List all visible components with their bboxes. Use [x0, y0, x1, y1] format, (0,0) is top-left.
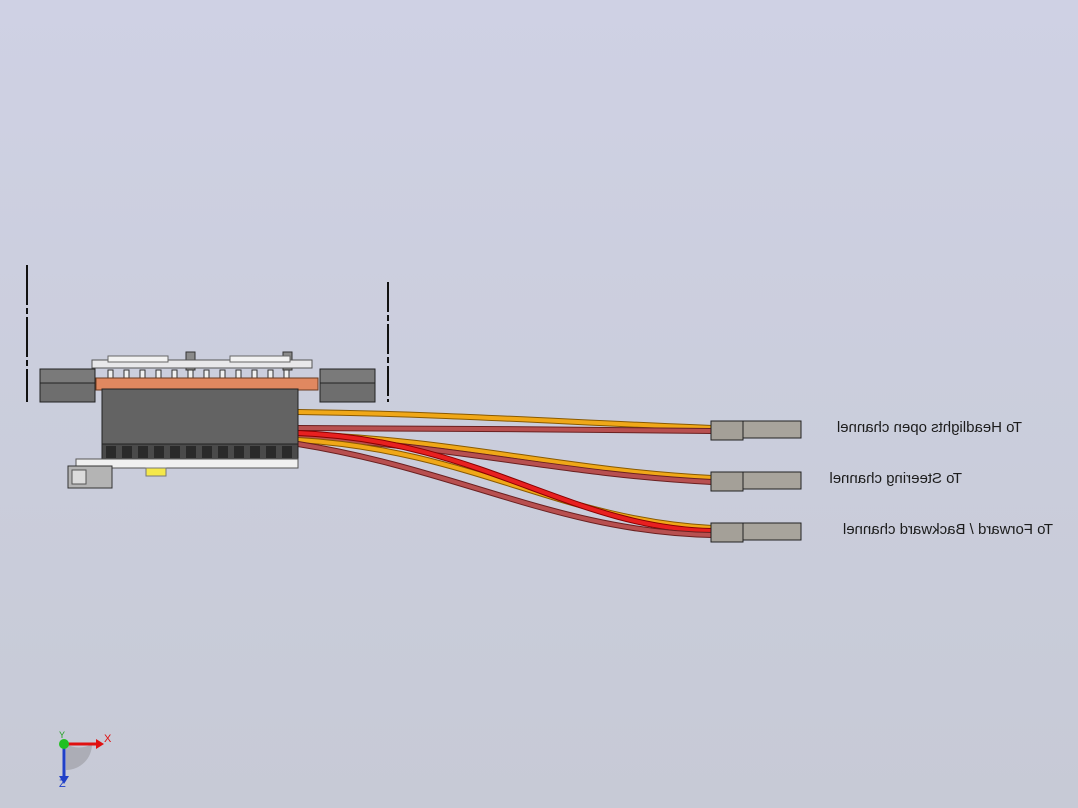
wire-bundle: [295, 409, 715, 538]
label-steering-channel: To Steering channel: [829, 470, 962, 487]
receiver-module: [39, 351, 376, 489]
label-forward-backward-channel: To Forward / Backward channel: [842, 521, 1053, 538]
label-headlights-channel: To Headlights open channel: [836, 419, 1022, 436]
connector-steering: [710, 471, 802, 492]
axis-y-label: Y: [59, 730, 66, 740]
connector-forward: [710, 522, 802, 543]
reference-lines: [26, 265, 389, 402]
axis-x-label: X: [104, 733, 112, 745]
connector-headlights: [710, 420, 802, 441]
coordinate-triad: [59, 739, 104, 784]
axis-z-label: Z: [59, 778, 66, 790]
